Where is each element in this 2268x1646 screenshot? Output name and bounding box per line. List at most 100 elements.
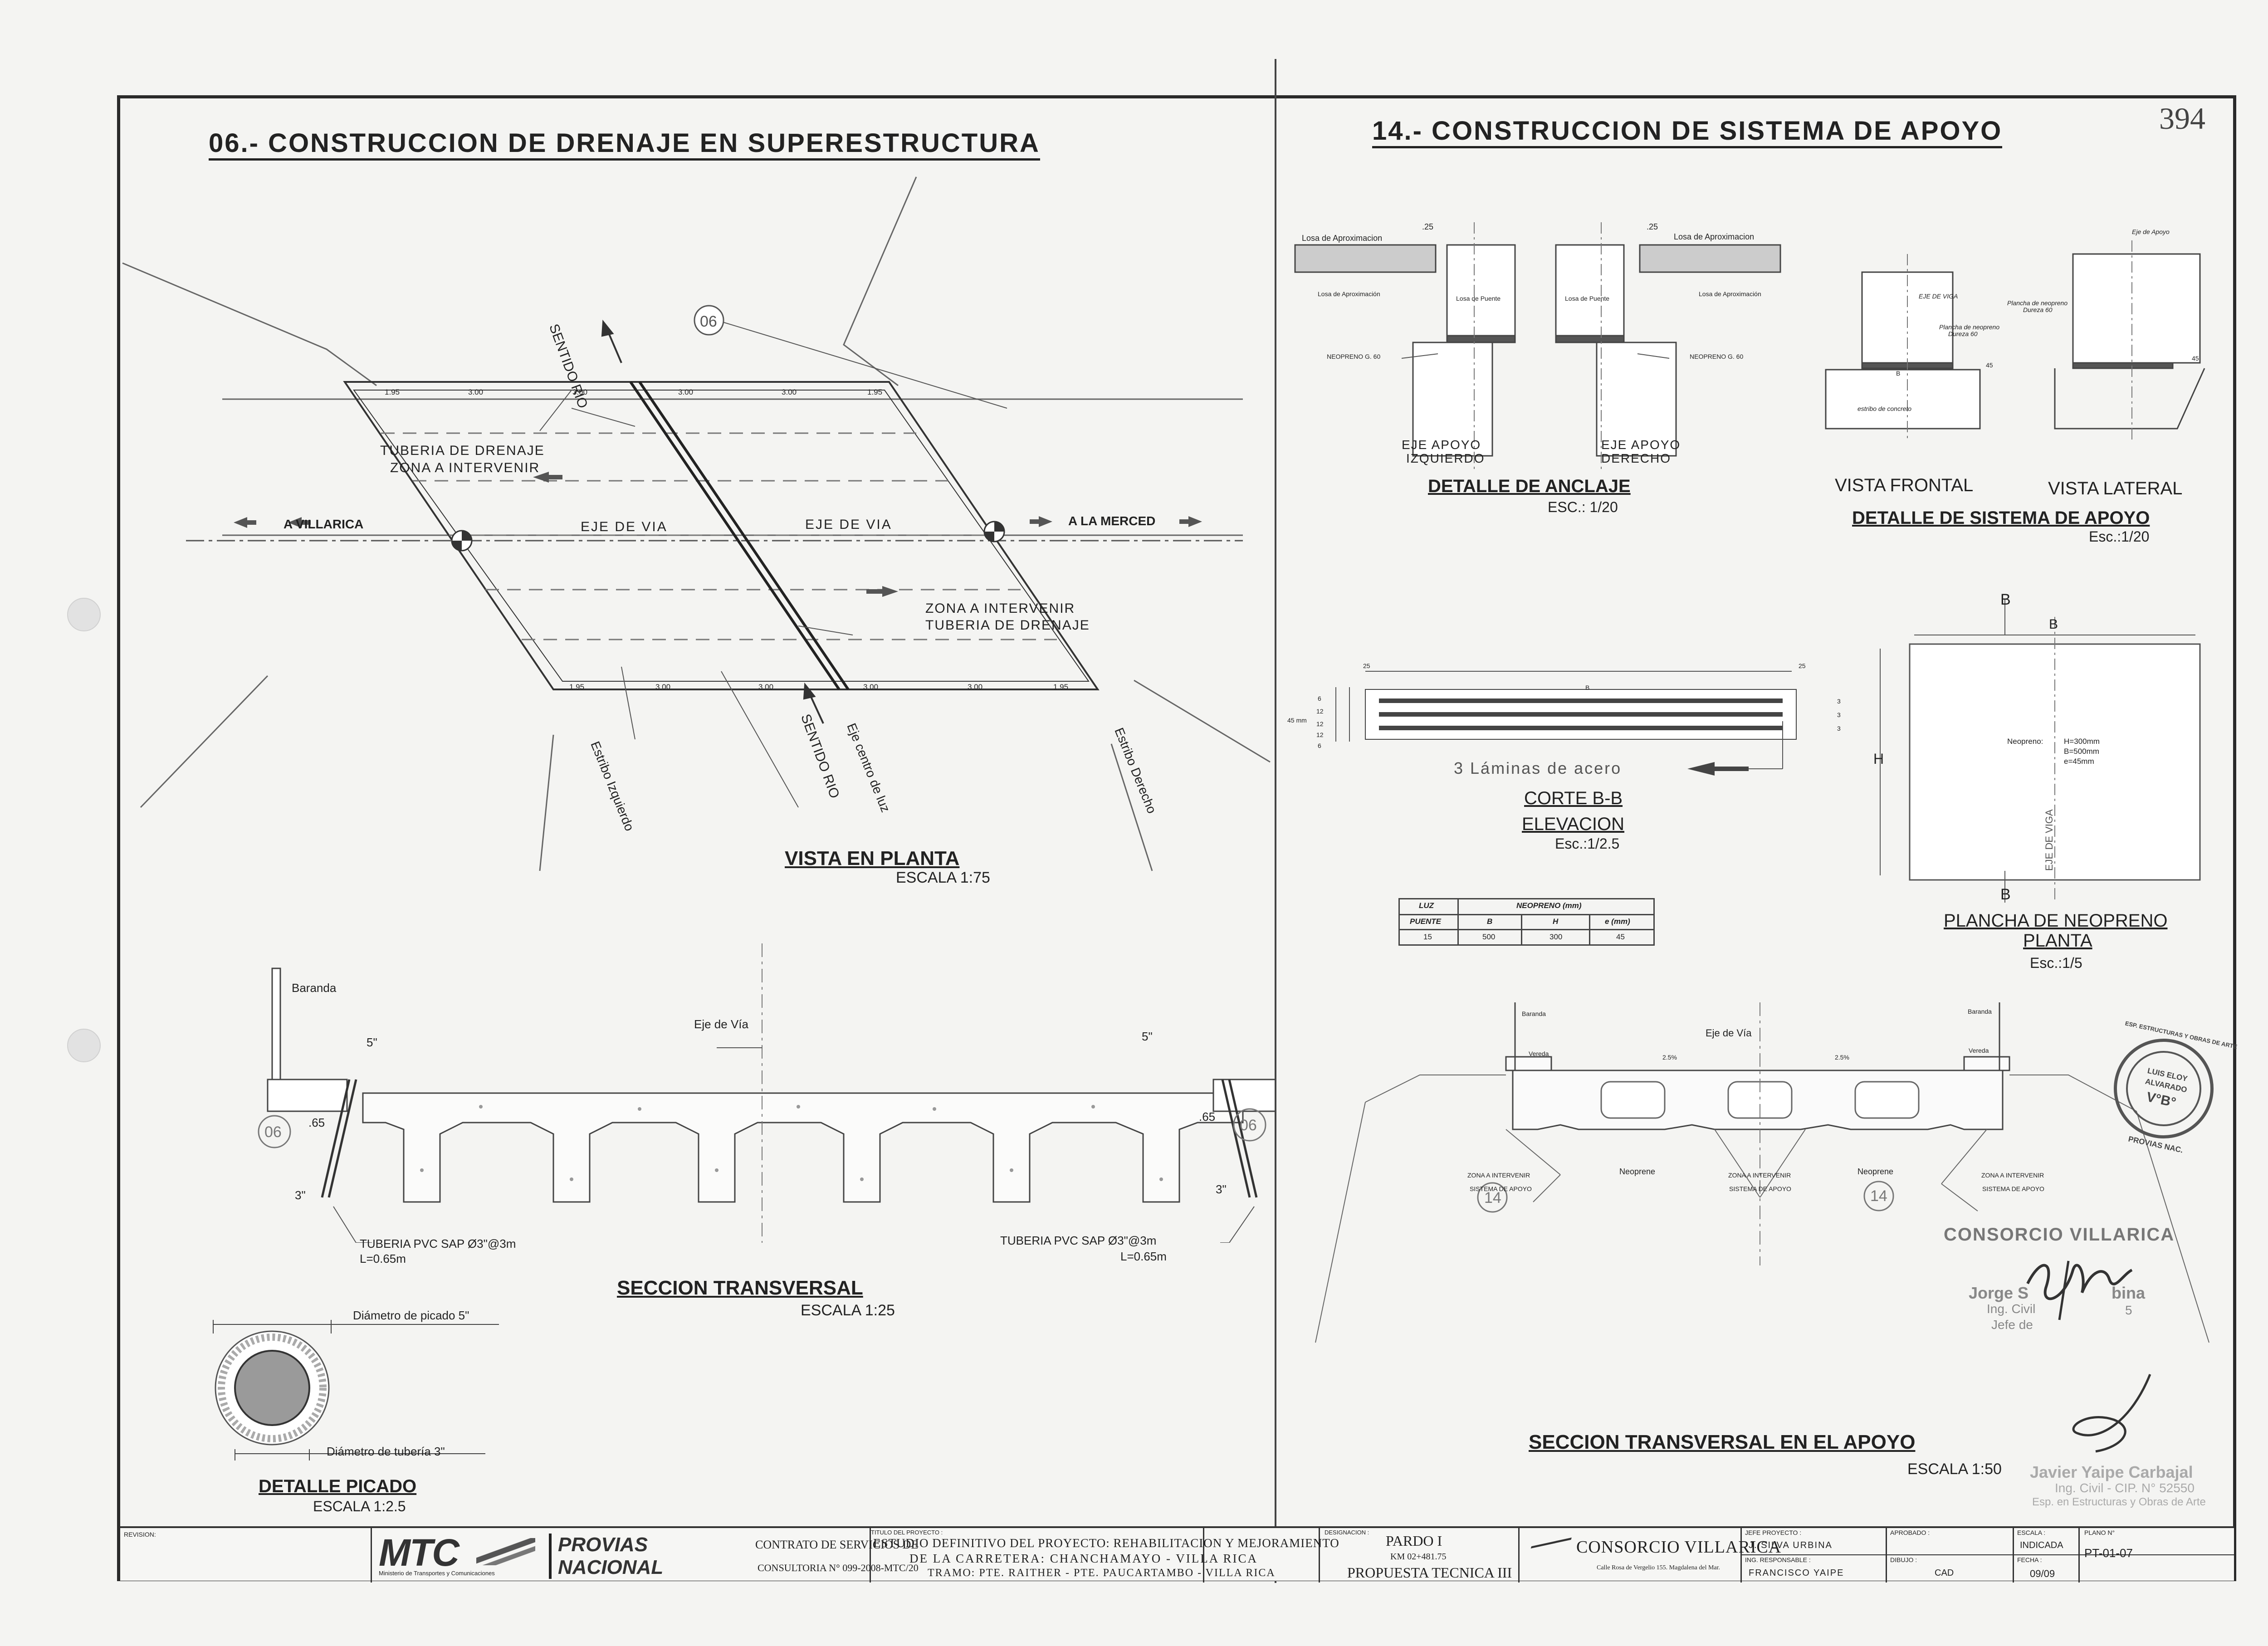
plan-tuberia-label-2a: ZONA A INTERVENIR (925, 601, 1075, 616)
punch-hole-top (67, 598, 101, 631)
tb-consorcio-addr: Calle Rosa de Vergelio 155. Magdalena de… (1597, 1564, 1721, 1571)
anclaje-neopreno-left: NEOPRENO G. 60 (1327, 353, 1381, 360)
plancha-b-top: B (2000, 591, 2011, 608)
tb-titulo-label: TITULO DEL PROYECTO : (871, 1529, 943, 1536)
section-pipe-left-2: L=0.65m (360, 1252, 406, 1265)
sistema-plancha-lateral-2: Dureza 60 (2023, 306, 2053, 313)
tb-jefe-label: JEFE PROYECTO : (1745, 1529, 1802, 1536)
apoyo-callout-left: 14 (1484, 1189, 1501, 1206)
anclaje-losa-aprox-right: Losa de Aproximacion (1674, 232, 1755, 241)
corte-steel-3: 3 (1837, 725, 1841, 732)
right-title: 14.- CONSTRUCCION DE SISTEMA DE APOYO (1372, 116, 2003, 148)
corte-b: B (1585, 684, 1590, 691)
sistema-plancha-lateral-1: Plancha de neopreno (2007, 299, 2068, 307)
sistema-plancha-frontal-1: Plancha de neopreno (1939, 323, 2000, 331)
section-drawing (258, 943, 1275, 1243)
plancha-eje-viga: EJE DE VIGA (2043, 809, 2055, 871)
corte-title-1: CORTE B-B (1524, 788, 1623, 808)
anclaje-scale: ESC.: 1/20 (1548, 499, 1618, 515)
tb-plano-label: PLANO N° (2084, 1529, 2115, 1536)
stamp-jorge-2: bina (2112, 1284, 2146, 1302)
plan-dim-top-4: 3.00 (678, 388, 694, 396)
plancha-title-1: PLANCHA DE NEOPRENO (1944, 911, 2168, 931)
plan-tuberia-label-2b: TUBERIA DE DRENAJE (925, 618, 1090, 633)
corte-layer-3: 12 (1316, 720, 1324, 728)
tb-provias-2: NACIONAL (558, 1556, 664, 1578)
anclaje-dim25-right: .25 (1647, 222, 1658, 231)
sistema-plancha-frontal-2: Dureza 60 (1948, 330, 1978, 337)
plan-tuberia-label-1b: ZONA A INTERVENIR (390, 460, 540, 475)
apoyo-baranda-right: Baranda (1968, 1008, 1992, 1015)
stamp-consorcio: CONSORCIO VILLARICA (1944, 1225, 2175, 1245)
corte-d25-right: 25 (1799, 662, 1806, 669)
tb-fecha-label: FECHA : (2017, 1556, 2042, 1563)
plan-a-villarica: A VILLARICA (284, 517, 364, 531)
plan-eje-via-1: EJE DE VIA (581, 519, 668, 534)
page-number: 394 (2159, 101, 2205, 136)
plan-dim-top-3: 3.00 (572, 388, 588, 396)
tb-proyecto-1: ESTUDIO DEFINITIVO DEL PROYECTO: REHABIL… (873, 1536, 1339, 1550)
plan-a-la-merced: A LA MERCED (1068, 514, 1156, 528)
mountain-icon (476, 1538, 535, 1565)
section-pipe-right-1: TUBERIA PVC SAP Ø3"@3m (1000, 1234, 1157, 1247)
apoyo-zona-left-1: ZONA A INTERVENIR (1467, 1172, 1530, 1179)
tb-jefe: J. SILVA URBINA (1749, 1540, 1833, 1550)
sistema-drawing (1825, 240, 2205, 440)
corte-layer-1: 6 (1318, 695, 1321, 702)
stamp-javier-2: Ing. Civil - CIP. N° 52550 (2055, 1481, 2195, 1495)
plan-dim-top-2: 3.00 (468, 388, 484, 396)
tb-designacion-1: PARDO I (1386, 1533, 1442, 1549)
table-sub-h: H (1553, 917, 1559, 926)
tb-ministerio: Ministerio de Transportes y Comunicacion… (379, 1570, 495, 1577)
plan-dim-top-1: 1.95 (385, 388, 400, 396)
apoyo-title: SECCION TRANSVERSAL EN EL APOYO (1529, 1431, 1916, 1453)
section-pipe-right-2: L=0.65m (1120, 1250, 1167, 1263)
plancha-spec-e: e=45mm (2064, 757, 2094, 766)
corte-title-2: ELEVACION (1522, 814, 1624, 834)
table-cell-b: 500 (1482, 933, 1496, 941)
section-callout-left: 06 (264, 1123, 282, 1141)
anclaje-losa-aprox-left: Losa de Aproximacion (1302, 234, 1383, 243)
anclaje-losa-aprox-sub-left: Losa de Aproximación (1318, 290, 1380, 298)
section-scale: ESCALA 1:25 (801, 1302, 895, 1319)
sistema-scale: Esc.:1/20 (2089, 528, 2150, 545)
plan-dim-bottom-6: 1.95 (1053, 683, 1069, 691)
plan-title: VISTA EN PLANTA (785, 847, 960, 869)
punch-hole-bottom (67, 1029, 101, 1062)
apoyo-neoprene-left: Neoprene (1619, 1167, 1656, 1176)
anclaje-eje-der-1: EJE APOYO (1601, 438, 1681, 452)
table-cell-h: 300 (1549, 933, 1563, 941)
left-title: 06.- CONSTRUCCION DE DRENAJE EN SUPEREST… (209, 128, 1040, 161)
apoyo-zona-right-1: ZONA A INTERVENIR (1981, 1172, 2044, 1179)
tb-escala: INDICADA (2020, 1540, 2063, 1550)
apoyo-baranda-left: Baranda (1522, 1010, 1546, 1017)
corte-layer-4: 12 (1316, 731, 1324, 738)
sistema-dim-b: B (1896, 370, 1901, 377)
tb-contrato-2: CONSULTORIA N° 099-2008-MTC/20 (758, 1562, 919, 1573)
tb-escala-label: ESCALA : (2017, 1529, 2046, 1536)
stamp-jorge-3: Ing. Civil (1987, 1302, 2036, 1316)
sistema-title: DETALLE DE SISTEMA DE APOYO (1852, 508, 2150, 528)
corte-d25-left: 25 (1363, 662, 1370, 669)
plan-dim-top-5: 3.00 (782, 388, 797, 396)
section-5in-left: 5" (367, 1035, 377, 1049)
tb-mtc-logo: MTC Ministerio de Transportes y Comunica… (379, 1531, 560, 1579)
plancha-spec-h: H=300mm (2064, 737, 2100, 746)
plan-dim-bottom-4: 3.00 (863, 683, 879, 691)
plancha-drawing (1880, 599, 2201, 903)
section-pipe-left-1: TUBERIA PVC SAP Ø3"@3m (360, 1237, 516, 1250)
tb-contrato-1: CONTRATO DE SERVICIOS DE (755, 1538, 919, 1551)
anclaje-neopreno-right: NEOPRENO G. 60 (1690, 353, 1744, 360)
apoyo-zona-mid-2: SISTEMA DE APOYO (1729, 1185, 1791, 1192)
sistema-dim-45-lateral: 45 (2192, 355, 2199, 362)
tb-ing-label: ING. RESPONSABLE : (1745, 1556, 1811, 1563)
section-3in-right: 3" (1216, 1182, 1227, 1196)
tb-fecha: 09/09 (2030, 1568, 2055, 1579)
picado-drawing (213, 1320, 499, 1460)
corte-laminas: 3 Láminas de acero (1454, 759, 1622, 777)
table-header-neopreno: NEOPRENO (mm) (1516, 901, 1582, 910)
plancha-neopreno-label: Neopreno: (2007, 737, 2043, 746)
plancha-title-2: PLANTA (2023, 931, 2092, 951)
stamp-jorge-4: Jefe de (1991, 1318, 2033, 1332)
tb-provias: PROVIAS NACIONAL (549, 1534, 691, 1579)
